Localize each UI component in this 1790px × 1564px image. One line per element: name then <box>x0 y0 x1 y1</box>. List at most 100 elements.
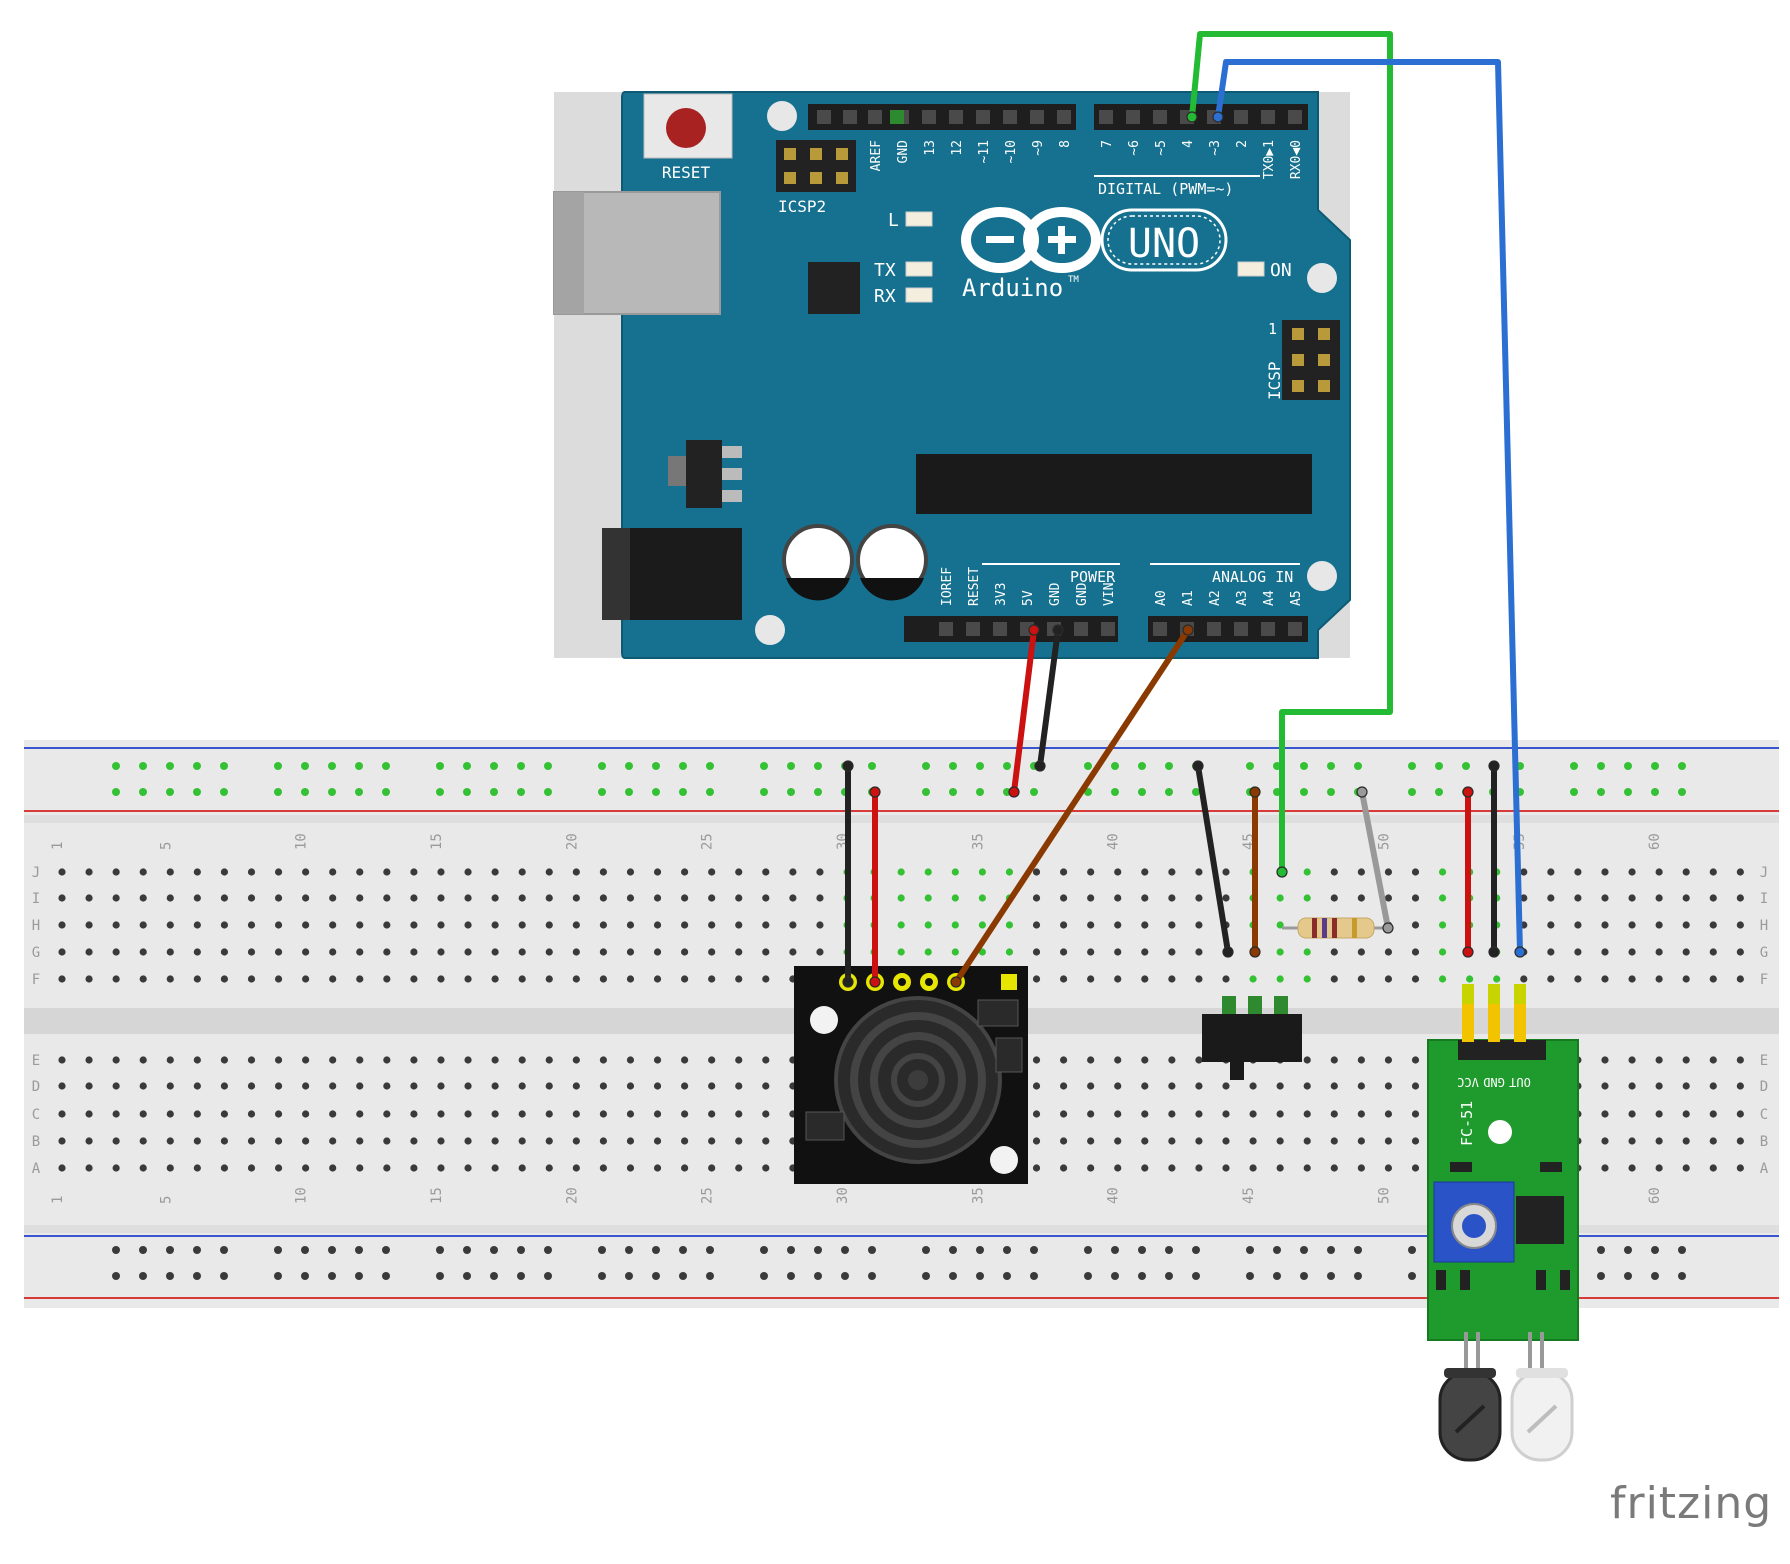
wire-d4-green[interactable] <box>1189 31 1393 875</box>
breadboard-hole <box>112 948 120 956</box>
arduino-uno: RESET ICSP2 L TX RX ON <box>553 91 1351 659</box>
ir-pin-tip <box>1488 984 1500 1004</box>
switch-body <box>1202 1014 1302 1062</box>
breadboard-hole <box>762 921 770 929</box>
breadboard-hole <box>410 1137 418 1145</box>
wire-endpoint <box>1192 760 1204 772</box>
wire-endpoint <box>1249 946 1261 958</box>
breadboard-hole <box>1628 1137 1636 1145</box>
breadboard-hole <box>545 975 553 983</box>
breadboard-hole <box>1411 894 1420 902</box>
wire-switch-gnd-black[interactable] <box>1195 763 1231 955</box>
breadboard-hole <box>491 868 499 876</box>
breadboard-hole <box>1709 1137 1717 1145</box>
icsp-pin <box>1318 354 1330 366</box>
wire-resistor-lead-gray[interactable] <box>1359 789 1391 931</box>
breadboard-hole <box>302 1082 310 1090</box>
breadboard-hole <box>545 868 553 876</box>
ir-pin-header <box>1458 1040 1546 1060</box>
wire-d3-blue[interactable] <box>1215 59 1523 955</box>
led-rx <box>905 287 933 303</box>
column-number: 60 <box>1647 1187 1663 1204</box>
breadboard-hole <box>1059 1137 1068 1145</box>
breadboard-hole <box>518 948 526 956</box>
power-rail-hole <box>1030 1246 1038 1254</box>
breadboard-hole <box>58 921 66 929</box>
power-rail-hole <box>1003 762 1011 770</box>
breadboard-hole <box>1601 975 1609 983</box>
breadboard-hole <box>789 868 797 876</box>
breadboard-hole <box>383 1164 391 1172</box>
breadboard-hole <box>1276 1110 1284 1118</box>
header-pin <box>1288 622 1302 636</box>
breadboard-hole <box>1114 868 1122 876</box>
breadboard-hole <box>383 948 391 956</box>
header-pin <box>966 622 980 636</box>
wire-a1-brown[interactable] <box>953 627 1191 985</box>
breadboard-hole <box>1682 1056 1690 1064</box>
wire-endpoint <box>950 976 962 988</box>
breadboard-hole <box>1330 1164 1338 1172</box>
breadboard-hole <box>1384 1137 1393 1145</box>
transducer-ring <box>850 1012 986 1148</box>
power-rail-hole <box>166 1272 174 1280</box>
breadboard-hole <box>626 948 635 956</box>
wire-gnd-black[interactable] <box>1037 627 1061 769</box>
power-rail-hole <box>1192 1246 1200 1254</box>
breadboard-hole <box>1438 948 1447 956</box>
breadboard-hole <box>1411 1137 1420 1145</box>
breadboard-hole <box>735 894 743 902</box>
breadboard-hole <box>572 868 580 876</box>
breadboard-hole <box>1195 894 1203 902</box>
pin-label: A1 <box>1181 590 1196 606</box>
smd-part <box>1450 1162 1472 1172</box>
reset-label: RESET <box>662 163 711 182</box>
breadboard-hole <box>626 1137 635 1145</box>
breadboard-hole <box>1114 1056 1122 1064</box>
breadboard-hole <box>1736 894 1744 902</box>
breadboard-hole <box>572 1082 580 1090</box>
led-l-label: L <box>888 210 899 231</box>
power-rail-hole <box>355 1272 363 1280</box>
reset-button[interactable] <box>666 108 706 148</box>
breadboard-hole <box>653 1110 662 1118</box>
breadboard-hole <box>247 921 256 929</box>
power-rail-hole <box>544 788 552 796</box>
breadboard-hole <box>1114 1110 1122 1118</box>
power-rail-hole <box>463 1272 471 1280</box>
pin-label: GND <box>1048 582 1063 606</box>
ir-emitter-led-icon <box>1510 1370 1574 1462</box>
breadboard-hole <box>681 921 689 929</box>
ir-pin-tip <box>1462 984 1474 1004</box>
breadboard-hole <box>1032 1110 1041 1118</box>
icsp-label: ICSP <box>1265 361 1284 400</box>
wire-5v-red[interactable] <box>1011 627 1037 795</box>
breadboard-hole <box>329 1110 337 1118</box>
breadboard-hole <box>274 975 283 983</box>
resistor-band <box>1352 918 1357 938</box>
breadboard-hole <box>410 921 418 929</box>
pin-label: ~11 <box>977 140 992 163</box>
header-pin <box>1074 622 1088 636</box>
breadboard-hole <box>1411 868 1420 876</box>
breadboard-hole <box>708 975 716 983</box>
breadboard-hole <box>1601 1082 1609 1090</box>
header-pin <box>1030 110 1044 124</box>
breadboard-hole <box>572 1110 580 1118</box>
breadboard-hole <box>166 894 174 902</box>
breadboard-hole <box>626 1164 635 1172</box>
header-pin <box>868 110 882 124</box>
icsp2-pin <box>810 148 822 160</box>
row-label: D <box>32 1079 40 1095</box>
power-rail-hole <box>1273 1272 1281 1280</box>
power-rail-hole <box>1570 788 1578 796</box>
breadboard-hole <box>518 868 526 876</box>
wire-endpoint <box>1052 624 1064 636</box>
switch-lever[interactable] <box>1230 1058 1244 1080</box>
ultrasonic-sensor-module <box>794 966 1028 1184</box>
header-pin <box>1153 622 1167 636</box>
breadboard-hole <box>247 948 256 956</box>
breadboard-hole <box>193 1137 201 1145</box>
power-rail-hole <box>220 1272 228 1280</box>
